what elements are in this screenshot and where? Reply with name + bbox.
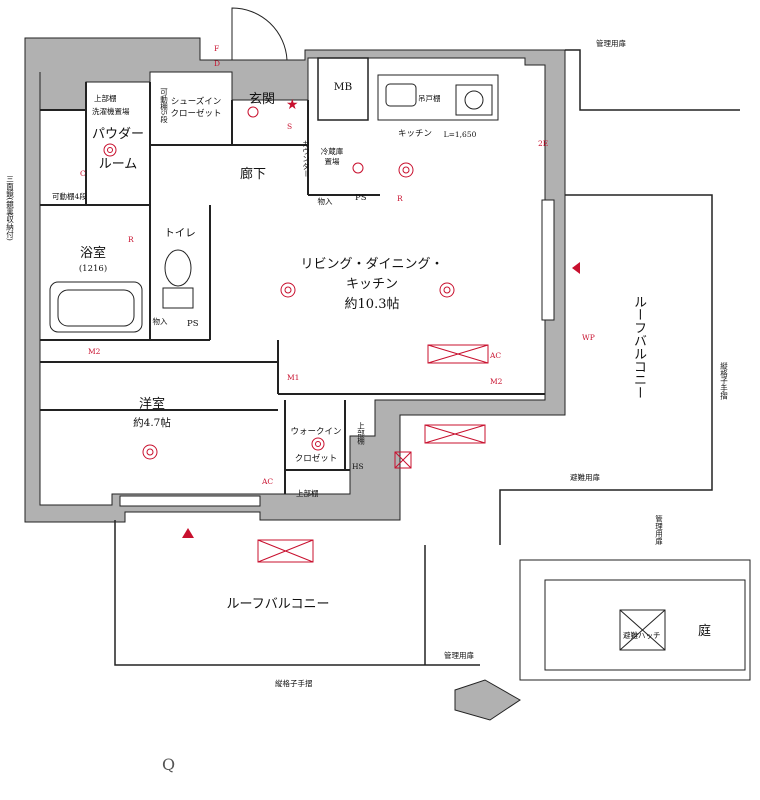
mb-label: MB xyxy=(333,81,353,93)
storage-label-2: 物入 xyxy=(152,317,168,326)
marker-m2-b: M2 xyxy=(490,377,503,386)
marker-f: F xyxy=(214,44,220,53)
powder-room-line1: パウダー xyxy=(91,127,145,142)
marker-r-1: R xyxy=(397,194,403,203)
laundry-area-label: 洗濯機置場 xyxy=(92,107,130,116)
garden-label: 庭 xyxy=(698,624,712,639)
roof-balcony-bottom-label: ルーフバルコニー xyxy=(226,597,330,612)
bedroom-name: 洋室 xyxy=(138,397,166,412)
toilet-label: トイレ xyxy=(164,227,196,239)
lattice-rail-right-label: 縦格子手摺 xyxy=(719,362,729,400)
kitchen-length: L=1,650 xyxy=(443,130,477,139)
shoes-closet-line2: クローゼット xyxy=(170,109,222,119)
hs-label: HS xyxy=(352,462,364,471)
mb-box xyxy=(317,57,369,121)
walkin-line1: ウォークイン xyxy=(290,427,342,437)
marker-c: C xyxy=(80,169,86,178)
movable-shelf-4-label: 可動棚4段 xyxy=(52,192,87,201)
shelf-label: 上部棚 xyxy=(356,422,366,445)
hallway-label: 廊下 xyxy=(239,167,267,182)
ldk-name-line1: リビング・ダイニング・ xyxy=(300,257,444,272)
marker-m1: M1 xyxy=(287,373,300,382)
roof-balcony-bottom xyxy=(114,520,480,666)
fridge-line1: 冷蔵庫 xyxy=(320,147,344,156)
hanging-shelf-label: 吊戸棚 xyxy=(418,94,441,103)
ceiling-lights xyxy=(103,106,455,460)
movable-shelf-5-label: 可動棚5段 xyxy=(159,88,169,123)
kitchen-counter xyxy=(377,74,499,121)
marker-2e: 2E xyxy=(538,139,549,148)
marker-d: D xyxy=(214,59,221,68)
mgmt-door-right-label: 管理用扉 xyxy=(654,515,664,545)
ldk-area: 約10.3帖 xyxy=(344,297,400,312)
ldk-name-line2: キッチン xyxy=(345,277,399,292)
partitions xyxy=(40,82,545,494)
entrance-door[interactable] xyxy=(231,7,288,61)
marker-ac-2: AC xyxy=(262,477,274,486)
ps-label-2: PS xyxy=(187,319,199,329)
evac-door-label: 避難用扉 xyxy=(570,473,600,482)
shoes-closet-line1: シューズイン xyxy=(170,97,222,107)
marker-s: S xyxy=(287,122,293,131)
evac-hatch-label: 避難ハッチ xyxy=(623,631,661,640)
star-icon: ★ xyxy=(286,97,299,113)
walkin-line2: クロゼット xyxy=(294,454,338,464)
mgmt-door-top-label: 管理用扉 xyxy=(596,39,626,48)
mgmt-door-bottom-label: 管理用扉 xyxy=(444,651,474,660)
marker-m2-a: M2 xyxy=(88,347,101,356)
lattice-rail-bottom-label: 縦格子手摺 xyxy=(275,679,313,688)
roof-balcony-right xyxy=(499,49,740,545)
bath-size: (1216) xyxy=(78,264,108,274)
bedroom-area: 約4.7帖 xyxy=(133,417,171,429)
evacuation-arrows xyxy=(182,262,580,538)
toilet-fixture xyxy=(162,249,194,309)
marker-wp: WP xyxy=(582,333,595,342)
bathtub xyxy=(49,281,143,333)
red-x-markers xyxy=(257,344,489,563)
powder-room-line2: ルーム xyxy=(98,157,138,172)
entrance-label: 玄関 xyxy=(248,92,276,107)
kitchen-label: キッチン xyxy=(397,129,433,139)
bath-name: 浴室 xyxy=(79,246,107,261)
garden-structure xyxy=(454,559,751,721)
upper-shelf-label: 上部棚 xyxy=(94,94,117,103)
marker-r-2: R xyxy=(128,235,134,244)
windows xyxy=(119,199,555,507)
storage-label-1: 物入 xyxy=(317,197,333,206)
roof-balcony-right-label: ルーフバルコニー xyxy=(631,295,646,399)
side-note-label: 三面鏡(鏡裏収納付) xyxy=(5,175,15,241)
upper-shelf-2-label: 上部棚 xyxy=(296,489,319,498)
compass-north-icon: Q xyxy=(162,755,176,774)
ps-label-1: PS xyxy=(355,193,367,203)
counter-label: カウンター xyxy=(301,140,311,178)
marker-ac-1: AC xyxy=(490,351,502,360)
fridge-line2: 置場 xyxy=(324,157,340,166)
